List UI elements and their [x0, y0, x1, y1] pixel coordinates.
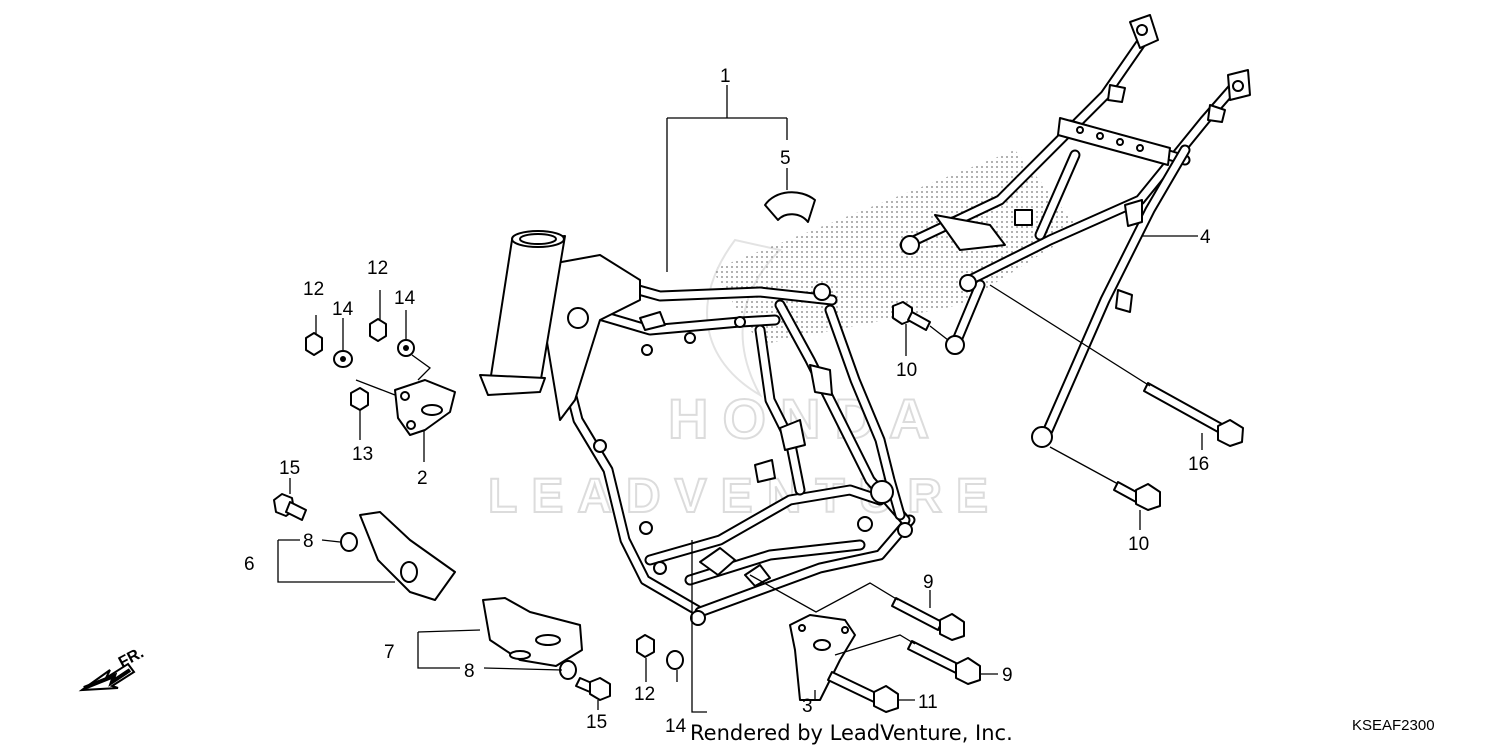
bolt-11	[827, 671, 899, 713]
watermark-brand: HONDA	[668, 387, 943, 450]
collar-8-upper	[340, 532, 358, 552]
frame-guard-6	[359, 511, 456, 601]
frame-guard-7	[482, 597, 583, 667]
callout-numbers: 1 5 4 12 14 12 14 13 2 10 16 10 15 8 6 9…	[244, 66, 1211, 737]
callout-12: 12	[303, 279, 324, 300]
callout-10: 10	[1128, 534, 1149, 555]
collar-8-lower	[559, 660, 577, 680]
callout-1: 1	[720, 66, 731, 87]
bolt-16-long	[1143, 382, 1244, 447]
bolt-15-upper	[273, 493, 307, 521]
washer-14-bottom	[666, 650, 684, 670]
lower-bracket-part	[789, 614, 856, 701]
front-direction-arrow-icon: FR.	[78, 644, 147, 692]
callout-5: 5	[780, 148, 791, 169]
callout-13: 13	[352, 444, 373, 465]
bolt-15-lower	[575, 677, 611, 701]
callout-3: 3	[802, 696, 813, 717]
callout-16: 16	[1188, 454, 1209, 475]
diagram-code: KSEAF2300	[1352, 717, 1435, 734]
callout-4: 4	[1200, 227, 1211, 248]
callout-7: 7	[384, 642, 395, 663]
callout-15: 15	[586, 712, 607, 733]
front-direction-label: FR.	[116, 644, 147, 671]
callout-14: 14	[394, 288, 416, 309]
bolt-9-upper	[891, 597, 965, 641]
callout-9: 9	[1002, 665, 1013, 686]
callout-14: 14	[332, 299, 354, 320]
callout-10: 10	[896, 360, 917, 381]
callout-15: 15	[279, 458, 300, 479]
nut-12-bottom	[636, 634, 655, 658]
bolt-10-lower	[1113, 481, 1161, 511]
collar-part	[764, 191, 816, 223]
callout-6: 6	[244, 554, 255, 575]
callout-9: 9	[923, 572, 934, 593]
callout-2: 2	[417, 468, 428, 489]
callout-8: 8	[303, 531, 314, 552]
callout-12: 12	[367, 258, 388, 279]
callout-12: 12	[634, 684, 655, 705]
callout-14: 14	[665, 716, 687, 737]
rear-subframe	[899, 14, 1251, 448]
main-frame	[479, 230, 916, 626]
callout-8: 8	[464, 661, 475, 682]
callout-11: 11	[918, 692, 938, 713]
rendered-by-credit: Rendered by LeadVenture, Inc.	[690, 721, 1013, 745]
bolt-10-upper	[892, 301, 931, 331]
watermark: HONDA LEADVENTURE	[487, 238, 1002, 524]
watermark-vendor: LEADVENTURE	[488, 470, 1002, 523]
leader-lines	[277, 85, 1203, 713]
bolt-9-lower	[907, 640, 981, 685]
